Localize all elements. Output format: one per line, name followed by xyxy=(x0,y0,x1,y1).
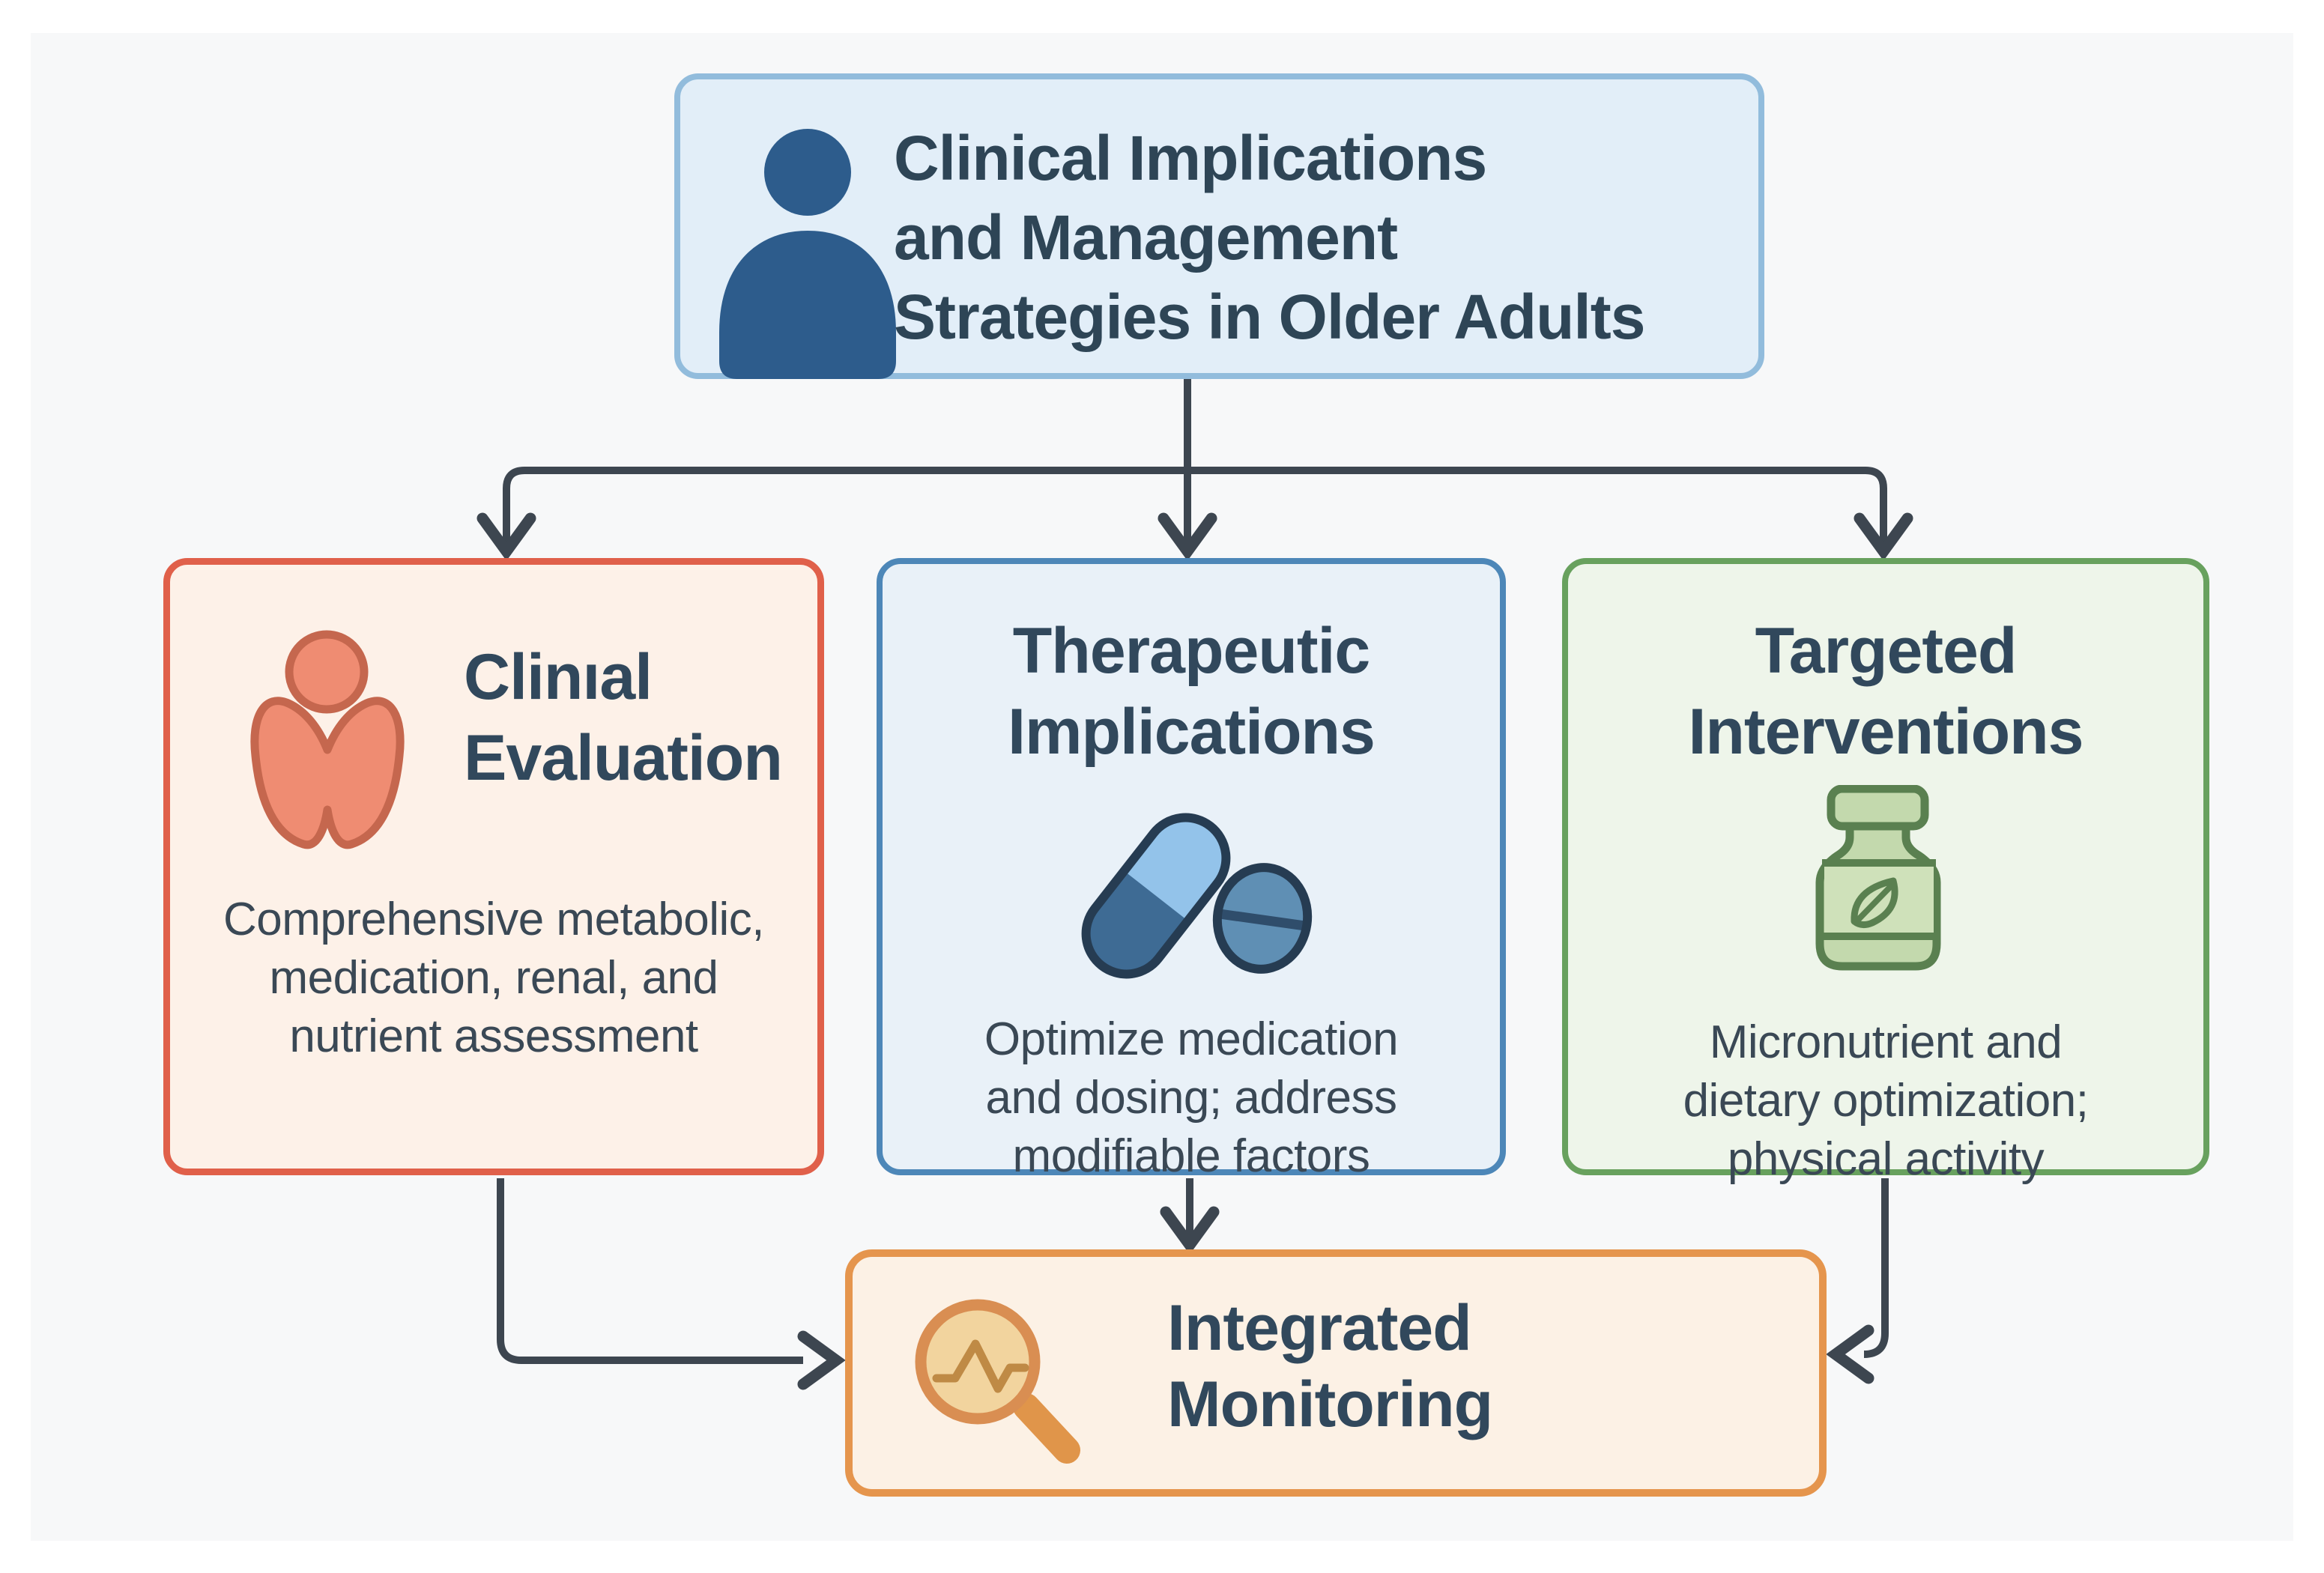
connector-branch-bar xyxy=(503,467,1887,547)
thyroid-icon xyxy=(250,630,405,849)
branch-description: Micronutrient and dietary optimization; … xyxy=(1683,1016,2089,1185)
arrowhead-left-into-sink xyxy=(1826,1324,1874,1384)
root-title: Clinical Implications and Management Str… xyxy=(894,123,1645,352)
supplement-bottle-icon xyxy=(1815,785,1941,971)
branch-description: Comprehensive metabolic, medication, ren… xyxy=(223,894,765,1062)
magnifier-pulse-icon xyxy=(915,1299,1080,1464)
person-icon xyxy=(719,129,896,379)
sink-node-integrated-monitoring: Integrated Monitoring xyxy=(845,1249,1827,1497)
arrowhead-down-into-sink xyxy=(1160,1206,1220,1255)
branch-description: Optimize medication and dosing; address … xyxy=(984,1013,1399,1182)
capsule-tablet-icon xyxy=(1081,813,1313,979)
connector-targeted-to-sink xyxy=(1863,1178,1889,1358)
branch-title: Targeted Interventions xyxy=(1688,615,2084,768)
arrowhead-down-targeted xyxy=(1854,512,1913,561)
arrowhead-right-into-sink xyxy=(797,1330,846,1390)
root-node: Clinical Implications and Management Str… xyxy=(674,73,1764,379)
connector-clinical-to-sink xyxy=(497,1178,803,1364)
branch-node-therapeutic-implications: Therapeutic Implications Optimize medica… xyxy=(877,558,1506,1182)
branch-title: Clinıal Evaluation xyxy=(464,641,783,794)
arrowhead-down-therapeutic xyxy=(1158,512,1217,561)
branch-node-clinical-evaluation: Clinıal Evaluation Comprehensive metabol… xyxy=(163,558,824,1175)
branch-title: Therapeutic Implications xyxy=(1008,615,1376,768)
sink-title: Integrated Monitoring xyxy=(1167,1292,1493,1440)
branch-node-targeted-interventions: Targeted Interventions Micronutrient and… xyxy=(1562,558,2209,1185)
arrowhead-down-clinical xyxy=(476,512,536,561)
